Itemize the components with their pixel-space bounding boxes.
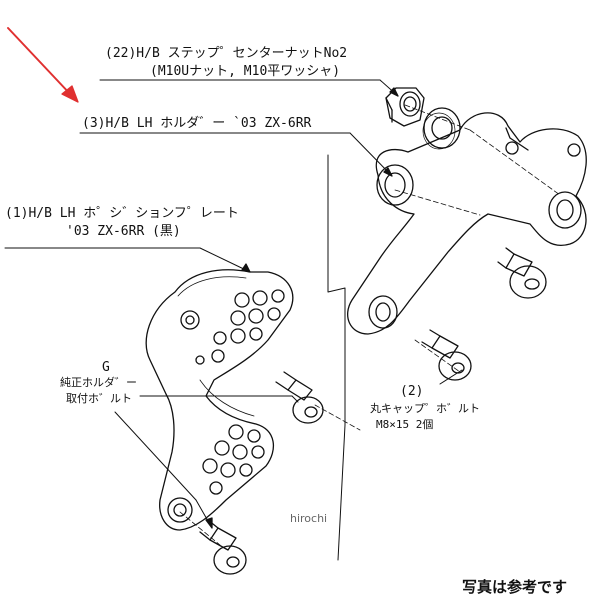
red-pointer-arrow [7,27,79,103]
label-part-3: (3)H/B LH ホルダ゛ー `03 ZX-6RR [82,116,312,131]
label-part-22-subtitle: (M10Uナット, M10平ワッシャ) [150,64,341,79]
label-part-2-number: (2) [400,384,424,399]
bolt-upper-right [497,247,547,299]
label-g-mounting-bolt: 取付ホ゛ルト [66,392,132,405]
label-part-22-title: (22)H/B ステップ゜センターナットNo2 [105,46,348,61]
bolt-lower [199,519,247,575]
zigzag-divider [327,154,346,561]
bolt-genuine-holder [275,371,324,424]
label-g-letter: G [102,360,110,375]
nut-part [385,87,425,127]
label-part-1-subtitle: '03 ZX-6RR (黒) [66,224,181,239]
leader-arrowheads [205,87,399,529]
label-g-genuine-holder: 純正ホルダ゛ー [60,376,137,389]
position-plate-part [145,269,294,531]
holder-bracket-part [347,112,587,335]
footer-reference-note: 写真は参考です [462,578,568,596]
watermark-text: hirochi [290,512,328,525]
bolt-cap-screw-m8 [421,329,472,381]
label-part-2-spec: M8×15 2個 [376,418,434,431]
leader-lines [4,79,463,529]
label-part-2-name: 丸キャップ゜ホ゛ルト [370,402,480,415]
washer-part [422,107,461,150]
label-part-1-title: (1)H/B LH ホ゜シ゛ションフ゜レート [5,206,239,221]
